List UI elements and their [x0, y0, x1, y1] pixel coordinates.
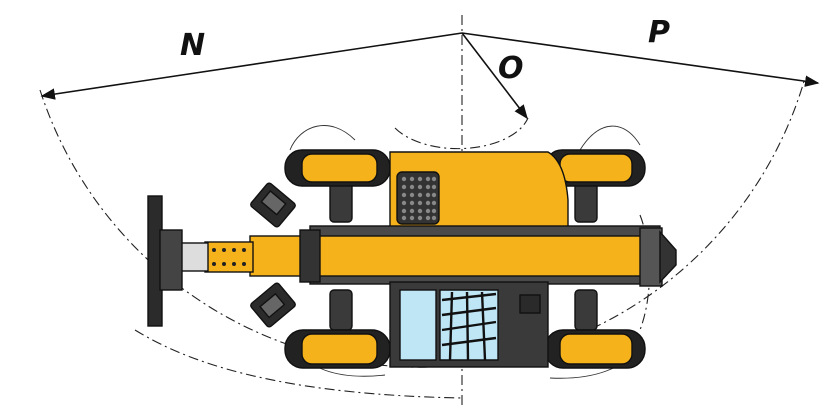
label-n: N: [180, 28, 205, 63]
wheel-front-right: [284, 329, 391, 369]
engine-grille: [396, 171, 440, 225]
label-o: O: [498, 51, 524, 86]
dimension-p-line: [461, 32, 820, 87]
operator-cab: [389, 281, 549, 368]
stabilizer-lower: [250, 282, 296, 328]
label-p: P: [648, 15, 670, 50]
dimension-n-line: [40, 32, 463, 100]
cab-guard: [441, 291, 497, 361]
inner-rear-arc: [639, 214, 651, 331]
wheel-rear-right: [544, 329, 646, 369]
wheel-arc-top-left: [289, 125, 356, 151]
front-axle-hubs: [329, 181, 598, 331]
dimension-o-line: [461, 32, 528, 120]
telehandler-top-view: [147, 149, 677, 369]
wheel-arc-top-right: [579, 125, 641, 151]
attachment-plate: [147, 195, 183, 327]
wheel-front-left: [284, 149, 391, 187]
stabilizer-upper: [250, 182, 296, 228]
telescopic-boom: [177, 227, 677, 287]
